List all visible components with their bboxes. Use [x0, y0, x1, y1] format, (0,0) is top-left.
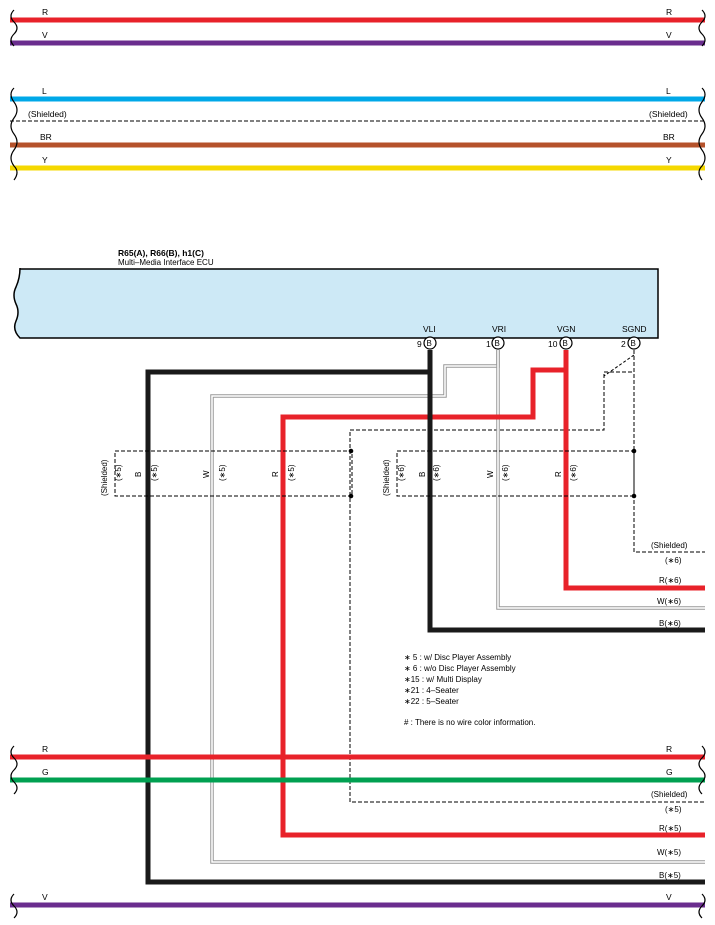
signal-wires	[145, 350, 705, 885]
output-label: R(∗6)	[659, 576, 682, 585]
wire-tag-label: (∗6)	[501, 464, 510, 481]
bus-label-left: BR	[40, 132, 52, 142]
bus-label-right: BR	[663, 132, 675, 142]
output-label: W(∗5)	[657, 848, 681, 857]
terminal-pin: 1	[486, 339, 491, 349]
bus-label-right: G	[666, 767, 673, 777]
top-bus: R R V V L L (Shielded) (Shielded) BR BR …	[10, 7, 706, 181]
terminal-name: VLI	[423, 324, 436, 334]
wire-color-label: B	[134, 472, 143, 477]
legend-item: ∗ 5 : w/ Disc Player Assembly	[404, 653, 511, 662]
bus-label-left: V	[42, 30, 48, 40]
shield-label: (Shielded)	[382, 459, 391, 496]
bus-label-left: R	[42, 7, 48, 17]
bottom-bus: R R G G V V	[10, 744, 706, 919]
break-marks-bottom	[10, 745, 706, 919]
output-label: B(∗5)	[659, 871, 681, 880]
break-marks-top	[10, 9, 706, 181]
terminal-connector: B	[631, 339, 636, 348]
wire-w-5	[210, 350, 705, 864]
junction-dot	[348, 493, 354, 499]
terminal-connector: B	[495, 339, 500, 348]
ecu-title: R65(A), R66(B), h1(C)	[118, 248, 204, 258]
output-label: (∗6)	[665, 556, 682, 565]
shield-box-5: (Shielded) (∗5) B (∗5) W (∗5) R (∗5)	[100, 448, 354, 499]
bus-label-left: V	[42, 892, 48, 902]
wire-color-label: R	[271, 471, 280, 477]
terminal-name: VRI	[492, 324, 506, 334]
bus-label-right: R	[666, 744, 672, 754]
shield-box-outline	[396, 450, 635, 497]
output-label: B(∗6)	[659, 619, 681, 628]
output-label: W(∗6)	[657, 597, 681, 606]
junction-dot	[348, 448, 354, 454]
wire-color-label: R	[554, 471, 563, 477]
legend-note: # : There is no wire color information.	[404, 718, 535, 727]
terminal-circle	[491, 336, 505, 350]
bus-label-right: Y	[666, 155, 672, 165]
bus-label-right: L	[666, 86, 671, 96]
bus-label-left: Y	[42, 155, 48, 165]
wire-tag-label: (∗6)	[569, 464, 578, 481]
terminal-circle	[559, 336, 573, 350]
terminal-connector: B	[563, 339, 568, 348]
terminal-name: VGN	[557, 324, 575, 334]
legend-item: ∗21 : 4–Seater	[404, 686, 459, 695]
wire-w-5-core	[211, 350, 705, 863]
wire-r-6	[563, 350, 705, 591]
wire-w-6-core	[497, 350, 705, 609]
junction-dot	[631, 493, 637, 499]
terminal-connector: B	[427, 339, 432, 348]
terminals: B B B B	[423, 336, 641, 350]
terminal-pin: 10	[548, 339, 558, 349]
terminal-circle	[627, 336, 641, 350]
ecu-block: R65(A), R66(B), h1(C) Multi–Media Interf…	[13, 248, 659, 349]
bus-label-right: V	[666, 30, 672, 40]
bus-label-left: (Shielded)	[28, 109, 67, 119]
wire-tag-label: (∗5)	[150, 464, 159, 481]
wire-tag-label: (∗5)	[287, 464, 296, 481]
output-labels-6: (Shielded) (∗6) R(∗6) W(∗6) B(∗6)	[651, 541, 688, 628]
shield-box-6: (Shielded) (∗6) B (∗6) W (∗6) R (∗6)	[382, 448, 637, 499]
wire-tag-label: (∗5)	[218, 464, 227, 481]
bus-label-left: G	[42, 767, 49, 777]
bus-label-left: L	[42, 86, 47, 96]
output-label: (∗5)	[665, 805, 682, 814]
bus-label-right: V	[666, 892, 672, 902]
ecu-subtitle: Multi–Media Interface ECU	[118, 258, 214, 267]
wire-shielded-drain	[603, 354, 635, 377]
wire-b-6	[427, 350, 705, 633]
output-label: R(∗5)	[659, 824, 682, 833]
output-labels-5: (Shielded) (∗5) R(∗5) W(∗5) B(∗5)	[651, 790, 688, 880]
shield-tag: (∗5)	[114, 464, 123, 481]
legend-item: ∗22 : 5–Seater	[404, 697, 459, 706]
shield-label: (Shielded)	[100, 459, 109, 496]
bus-label-left: R	[42, 744, 48, 754]
legend-item: ∗15 : w/ Multi Display	[404, 675, 482, 684]
wire-color-label: W	[202, 470, 211, 478]
terminal-pin: 9	[417, 339, 422, 349]
ecu-box	[13, 267, 659, 339]
terminal-pin: 2	[621, 339, 626, 349]
wire-color-label: B	[418, 472, 427, 477]
terminal-circle	[423, 336, 437, 350]
bus-label-right: (Shielded)	[649, 109, 688, 119]
output-label: (Shielded)	[651, 790, 688, 799]
terminal-name: SGND	[622, 324, 647, 334]
legend-item: ∗ 6 : w/o Disc Player Assembly	[404, 664, 516, 673]
wire-shielded-6	[633, 350, 705, 553]
bus-label-right: R	[666, 7, 672, 17]
wire-r-5	[280, 350, 705, 838]
output-label: (Shielded)	[651, 541, 688, 550]
shield-tag: (∗6)	[397, 464, 406, 481]
wire-color-label: W	[486, 470, 495, 478]
junction-dot	[631, 448, 637, 454]
legend: ∗ 5 : w/ Disc Player Assembly ∗ 6 : w/o …	[404, 653, 535, 727]
wire-tag-label: (∗6)	[432, 464, 441, 481]
shield-box-outline	[114, 450, 353, 497]
wire-w-6	[496, 350, 705, 610]
